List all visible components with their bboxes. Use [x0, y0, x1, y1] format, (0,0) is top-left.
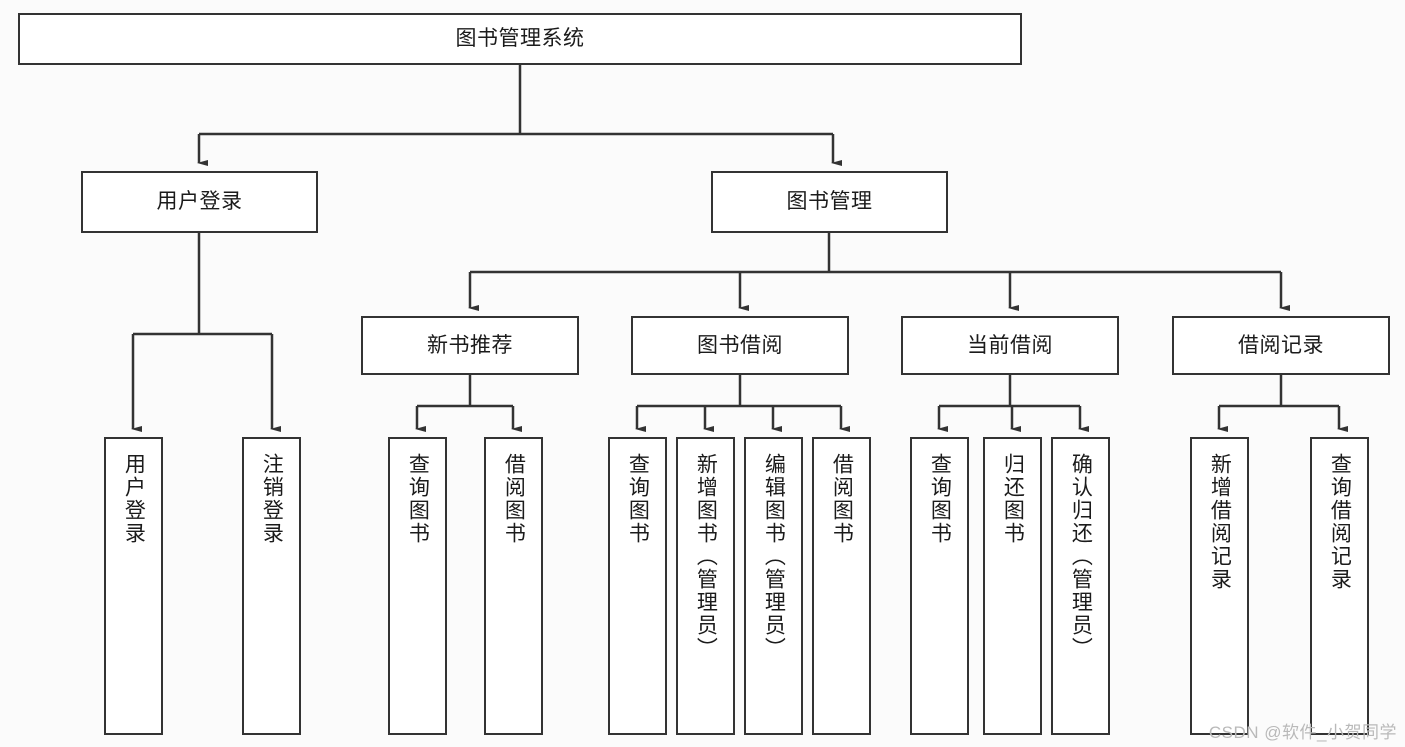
leaf-node[interactable]: 查询图书: [608, 437, 667, 735]
node-book-borrow-label: 图书借阅: [697, 333, 783, 357]
leaf-node-label: 借阅图书: [502, 453, 526, 545]
node-borrow-record-label: 借阅记录: [1238, 333, 1324, 357]
leaf-node[interactable]: 查询图书: [910, 437, 969, 735]
node-current-borrow[interactable]: 当前借阅: [901, 316, 1119, 375]
leaf-node-label: 查询图书: [626, 453, 650, 545]
leaf-node-label: 用户登录: [122, 453, 146, 545]
node-user-login-label: 用户登录: [156, 190, 243, 214]
leaf-node-label: 编辑图书（管理员）: [762, 453, 786, 660]
leaf-node-label: 归还图书: [1001, 453, 1025, 545]
leaf-node-label: 查询图书: [406, 453, 430, 545]
leaf-node-label: 借阅图书: [830, 453, 854, 545]
leaf-node[interactable]: 归还图书: [983, 437, 1042, 735]
leaf-node-label: 查询图书: [928, 453, 952, 545]
leaf-node[interactable]: 查询借阅记录: [1310, 437, 1369, 735]
leaf-node[interactable]: 新增借阅记录: [1190, 437, 1249, 735]
leaf-node[interactable]: 用户登录: [104, 437, 163, 735]
leaf-node[interactable]: 确认归还（管理员）: [1051, 437, 1110, 735]
node-current-borrow-label: 当前借阅: [967, 333, 1053, 357]
node-root[interactable]: 图书管理系统: [18, 13, 1022, 65]
leaf-node[interactable]: 借阅图书: [812, 437, 871, 735]
node-new-book-recommend-label: 新书推荐: [427, 333, 513, 357]
leaf-node-label: 查询借阅记录: [1328, 453, 1352, 591]
leaf-node-label: 注销登录: [260, 453, 284, 545]
leaf-node-label: 新增借阅记录: [1208, 453, 1232, 591]
node-book-management-label: 图书管理: [786, 190, 873, 214]
watermark-text: CSDN @软件_小贺同学: [1208, 723, 1397, 742]
node-root-label: 图书管理系统: [455, 27, 585, 51]
leaf-node[interactable]: 编辑图书（管理员）: [744, 437, 803, 735]
node-user-login[interactable]: 用户登录: [81, 171, 318, 233]
node-book-borrow[interactable]: 图书借阅: [631, 316, 849, 375]
leaf-node[interactable]: 注销登录: [242, 437, 301, 735]
leaf-node-label: 新增图书（管理员）: [694, 453, 718, 660]
node-borrow-record[interactable]: 借阅记录: [1172, 316, 1390, 375]
node-book-management[interactable]: 图书管理: [711, 171, 948, 233]
leaf-node[interactable]: 查询图书: [388, 437, 447, 735]
node-new-book-recommend[interactable]: 新书推荐: [361, 316, 579, 375]
leaf-node-label: 确认归还（管理员）: [1069, 453, 1093, 660]
leaf-node[interactable]: 借阅图书: [484, 437, 543, 735]
leaf-node[interactable]: 新增图书（管理员）: [676, 437, 735, 735]
